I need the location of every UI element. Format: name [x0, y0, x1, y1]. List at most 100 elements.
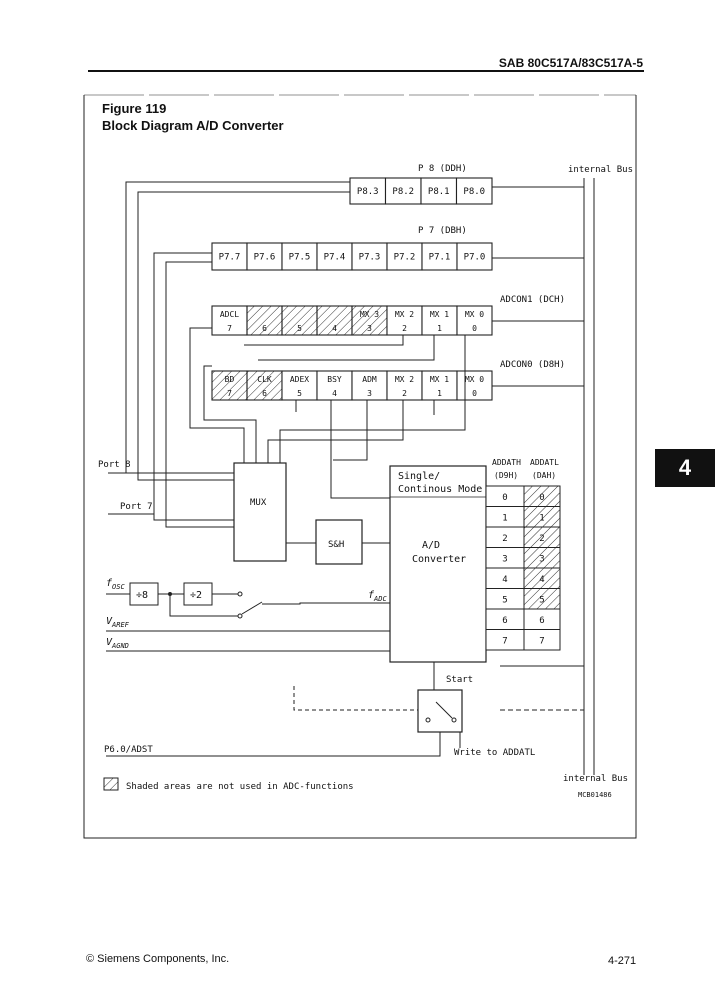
- register-bit-number: 6: [262, 324, 267, 333]
- register-bit-number: 3: [367, 389, 372, 398]
- sample-hold-label: S&H: [328, 540, 344, 550]
- register-bit: [421, 305, 458, 336]
- figure-caption: Figure 119 Block Diagram A/D Converter: [102, 100, 284, 134]
- register-bit-name: MX 2: [395, 375, 414, 384]
- port7-label: Port 7: [120, 502, 153, 512]
- p60-adst-label: P6.0/ADST: [104, 745, 153, 755]
- div2-label: ÷2: [190, 590, 202, 601]
- result-cell-low-label: 0: [539, 493, 544, 503]
- register-cell-label: P7.0: [464, 253, 486, 263]
- figure-code: MCB01486: [578, 791, 612, 799]
- result-header-addath: ADDATH: [492, 458, 521, 467]
- document-header: SAB 80C517A/83C517A-5: [498, 56, 643, 70]
- register-bit: [456, 370, 493, 401]
- adcon0-register-name: ADCON0 (D8H): [500, 360, 565, 370]
- register-cell-label: P7.2: [394, 253, 416, 263]
- footer-copyright: © Siemens Components, Inc.: [86, 953, 230, 965]
- register-cell: [455, 177, 493, 205]
- register-bit-name: MX 3: [360, 310, 379, 319]
- register-bit-name: BSY: [327, 375, 342, 384]
- p8-register-name: P 8 (DDH): [418, 164, 467, 174]
- result-sub-addath: (D9H): [494, 471, 518, 480]
- register-cell-label: P7.7: [219, 253, 241, 263]
- register-bit-number: 3: [367, 324, 372, 333]
- result-cell-high-label: 3: [502, 555, 507, 565]
- register-cell: [420, 177, 458, 205]
- register-cell-label: P8.1: [428, 187, 450, 197]
- mode-label-line1: Single/: [398, 471, 440, 482]
- register-bit-name: ADM: [362, 375, 377, 384]
- register-bit-name: MX 0: [465, 375, 484, 384]
- register-bit-number: 4: [332, 389, 337, 398]
- register-cell-label: P7.3: [359, 253, 381, 263]
- legend-text: Shaded areas are not used in ADC-functio…: [126, 782, 354, 792]
- register-bit-number: 1: [437, 389, 442, 398]
- fosc-label: fOSC: [106, 578, 125, 591]
- result-cell-high-label: 6: [502, 616, 507, 626]
- register-cell: [386, 242, 423, 271]
- register-bit-number: 4: [332, 324, 337, 333]
- register-cell: [456, 242, 493, 271]
- register-bit-unused: [351, 305, 388, 336]
- register-bit: [211, 305, 248, 336]
- result-cell-low-label: 1: [539, 514, 544, 524]
- internal-bus-top-label: internal Bus: [568, 165, 633, 175]
- register-bit-number: 0: [472, 324, 477, 333]
- register-bit-number: 7: [227, 389, 232, 398]
- result-header-addatl: ADDATL: [530, 458, 559, 467]
- page-number: 4-271: [608, 955, 637, 967]
- result-cell-low-label: 3: [539, 555, 544, 565]
- chapter-tab: 4: [655, 449, 715, 487]
- register-cell-label: P7.5: [289, 253, 311, 263]
- register-bit-unused: [281, 305, 318, 336]
- register-bit-name: CLK: [257, 375, 272, 384]
- p7-register-name: P 7 (DBH): [418, 226, 467, 236]
- write-addatl-label: Write to ADDATL: [454, 748, 535, 758]
- result-sub-addatl: (DAH): [532, 471, 556, 480]
- register-cell: [384, 177, 422, 205]
- register-bit-name: ADCL: [220, 310, 239, 319]
- register-bit-name: MX 1: [430, 375, 449, 384]
- result-cell-low-label: 4: [539, 575, 544, 585]
- fadc-label: fADC: [368, 590, 387, 603]
- result-cell-low: [523, 629, 561, 651]
- register-bit-unused: [246, 305, 283, 336]
- register-bit-name: MX 1: [430, 310, 449, 319]
- result-cell-high-label: 1: [502, 514, 507, 524]
- port8-label: Port 8: [98, 460, 131, 470]
- varef-label: VAREF: [106, 616, 130, 629]
- result-cell-high-label: 2: [502, 534, 507, 544]
- register-bit-number: 2: [402, 324, 407, 333]
- adc-label-line2: Converter: [412, 554, 466, 565]
- register-bit-unused: [316, 305, 353, 336]
- header-rule: [88, 70, 644, 72]
- register-bit-number: 2: [402, 389, 407, 398]
- register-bit: [351, 370, 388, 401]
- register-cell: [246, 242, 283, 271]
- register-bit-number: 6: [262, 389, 267, 398]
- register-bit-number: 5: [297, 324, 302, 333]
- register-bit-number: 7: [227, 324, 232, 333]
- figure-number: Figure 119: [102, 101, 167, 116]
- register-bit-number: 1: [437, 324, 442, 333]
- div8-label: ÷8: [136, 590, 148, 601]
- register-bit-number: 0: [472, 389, 477, 398]
- adcon1-register-name: ADCON1 (DCH): [500, 295, 565, 305]
- register-bit-name: ADEX: [290, 375, 309, 384]
- register-cell: [316, 242, 353, 271]
- register-cell: [349, 177, 387, 205]
- vagnd-label: VAGND: [106, 637, 129, 650]
- register-bit-number: 5: [297, 389, 302, 398]
- register-cell: [211, 242, 248, 271]
- result-cell-low-label: 2: [539, 534, 544, 544]
- register-bit: [386, 370, 423, 401]
- register-cell-label: P7.6: [254, 253, 276, 263]
- adc-label-line1: A/D: [422, 540, 440, 551]
- register-cell: [351, 242, 388, 271]
- register-cell-label: P8.3: [357, 187, 379, 197]
- start-label: Start: [446, 675, 473, 685]
- internal-bus-bottom-label: internal Bus: [563, 774, 628, 784]
